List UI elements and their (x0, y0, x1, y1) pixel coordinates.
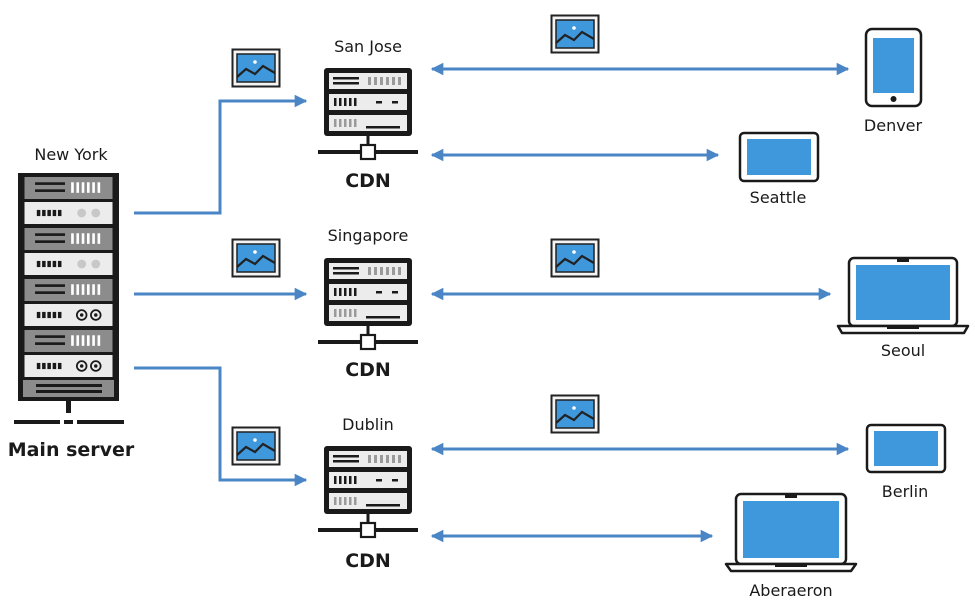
image-icon (550, 394, 600, 434)
cdn-city-label-singapore: Singapore (327, 226, 409, 245)
image-icon (231, 426, 281, 466)
image-icons (231, 14, 600, 466)
cdn-label: CDN (345, 170, 391, 192)
cdn-city-label-san-jose: San Jose (334, 37, 402, 56)
laptop-icon (836, 256, 970, 335)
client-label-aberaeron: Aberaeron (749, 581, 833, 600)
uplink-san-jose (134, 94, 308, 215)
tablet-icon (864, 27, 923, 108)
cdn-server-icon (318, 256, 418, 351)
main-server-label: Main server (7, 439, 135, 461)
cdn-label: CDN (345, 359, 391, 381)
uplink-dublin (134, 366, 308, 487)
image-icon (550, 14, 600, 54)
small-tablet-icon (738, 131, 820, 183)
uplink-connectors (134, 94, 308, 487)
client-label-denver: Denver (863, 116, 923, 135)
client-label-seoul: Seoul (880, 341, 926, 360)
client-label-berlin: Berlin (881, 482, 929, 501)
client-label-seattle: Seattle (749, 188, 807, 207)
cdn-label: CDN (345, 550, 391, 572)
laptop-icon (724, 492, 858, 573)
client-connectors (430, 62, 850, 543)
image-icon (550, 238, 600, 278)
main-server-city-label: New York (34, 145, 108, 164)
cdn-city-label-dublin: Dublin (342, 415, 394, 434)
small-tablet-icon (865, 423, 947, 474)
cdn-server-icon (318, 66, 418, 161)
cdn-server-icon (318, 444, 418, 539)
image-icon (231, 238, 281, 278)
image-icon (231, 48, 281, 88)
server-rack-icon (14, 173, 124, 425)
